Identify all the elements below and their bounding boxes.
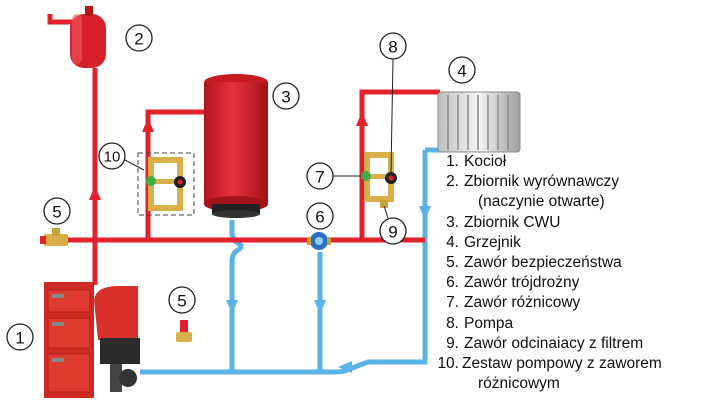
legend-item-number: 2. — [446, 173, 459, 191]
legend-item-number: 8. — [446, 314, 459, 332]
legend-item-text: Zawór odcinaiacy z filtrem — [464, 334, 644, 352]
radiator — [437, 91, 521, 153]
arrow-up-icon — [89, 186, 101, 200]
legend-item-number: 4. — [446, 233, 459, 251]
callout-9-circle — [379, 217, 407, 245]
legend-item: 1. Kocioł — [440, 152, 704, 172]
legend-item-number: 7. — [446, 294, 459, 312]
legend: 1. Kocioł 2. Zbiornik wyrównawczy (naczyni… — [437, 152, 704, 394]
legend-item-text: Grzejnik — [464, 233, 521, 251]
legend-item-number: 9. — [446, 334, 459, 352]
legend-item-continuation: różnicowym — [478, 375, 560, 393]
callout-1-label: 1 — [15, 329, 24, 348]
legend-item-text: Zbiornik CWU — [464, 213, 561, 231]
legend-item: 10.Zestaw pompowy z zaworem — [437, 354, 704, 374]
expansion-tank — [70, 6, 106, 68]
callout-9-label: 9 — [388, 223, 397, 242]
legend-item-text: Zawór trójdrożny — [464, 274, 580, 292]
callout-4-circle — [448, 56, 476, 84]
pump-set-radiator — [361, 152, 397, 208]
callout-5b-circle — [168, 286, 196, 314]
legend-item-text: Zbiornik wyrównawczy — [464, 173, 620, 191]
legend-item: 8. Pompa — [440, 314, 704, 334]
boiler — [44, 282, 140, 398]
legend-item-text: Zawór bezpieczeństwa — [464, 254, 622, 272]
callout-6-label: 6 — [315, 208, 324, 227]
legend-item-text: Zestaw pompowy z zaworem — [462, 355, 662, 373]
dhw-tank — [204, 74, 268, 218]
legend-item: 7. Zawór różnicowy — [440, 293, 704, 313]
callout-leaders — [124, 58, 394, 219]
return-arrows — [226, 206, 431, 373]
legend-item: 2. Zbiornik wyrównawczy — [440, 172, 704, 192]
callout-10-circle — [98, 142, 126, 170]
callout-3-label: 3 — [281, 88, 290, 107]
callout-5a-circle — [43, 197, 71, 225]
legend-item: 4. Grzejnik — [440, 233, 704, 253]
tank-coil-loop-pipe — [145, 109, 205, 240]
legend-item-text: Zawór różnicowy — [464, 294, 581, 312]
legend-item: 6. Zawór trójdrożny — [440, 273, 704, 293]
legend-item-number: 3. — [446, 213, 459, 231]
legend-item-number: 10. — [437, 355, 459, 373]
legend-item-number: 1. — [446, 153, 459, 170]
pump-set-10 — [137, 152, 195, 216]
callout-4-label: 4 — [457, 62, 466, 81]
callout-10-label: 10 — [104, 149, 121, 166]
legend-item: 5. Zawór bezpieczeństwa — [440, 253, 704, 273]
safety-valve-bottom — [176, 320, 192, 342]
callout-7-label: 7 — [315, 168, 324, 187]
legend-item-text: Pompa — [464, 314, 514, 332]
legend-item: 3. Zbiornik CWU — [440, 213, 704, 233]
legend-item-continuation: (naczynie otwarte) — [478, 193, 605, 211]
arrow-up-icon — [356, 112, 368, 126]
callout-1-circle — [6, 323, 34, 351]
return-from-tank-pipe — [229, 220, 244, 372]
arrow-up-icon — [142, 118, 154, 132]
callout-5a-label: 5 — [52, 203, 61, 222]
safety-valve-left — [40, 228, 68, 246]
callout-2-label: 2 — [134, 30, 143, 49]
callout-6-circle — [306, 202, 334, 230]
legend-item-number: 5. — [446, 254, 459, 272]
legend-item-text: Kocioł — [464, 153, 507, 170]
radiator-supply-loop — [359, 89, 440, 240]
arrow-down-icon — [314, 300, 326, 314]
legend-item-number: 6. — [446, 274, 459, 292]
supply-arrows — [89, 112, 368, 200]
arrow-left-icon — [338, 361, 352, 373]
callout-5b-label: 5 — [177, 292, 186, 311]
three-way-valve — [307, 232, 331, 250]
callout-8-label: 8 — [388, 38, 397, 57]
legend-item: 9. Zawór odcinaiacy z filtrem — [440, 334, 704, 354]
arrow-down-icon — [226, 300, 238, 314]
arrow-down-icon — [419, 206, 431, 220]
callout-2-circle — [125, 24, 153, 52]
callout-3-circle — [272, 82, 300, 110]
